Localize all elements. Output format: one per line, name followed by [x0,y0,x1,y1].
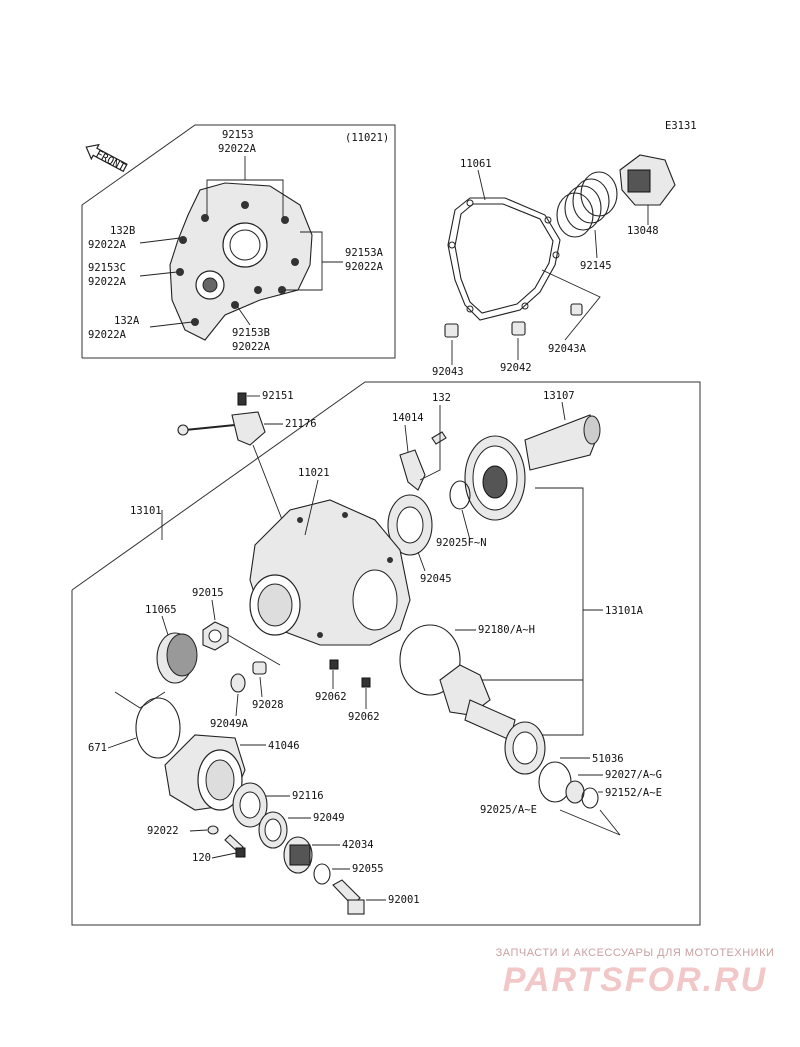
plug-92062-a [329,659,339,670]
collar-92028 [252,661,267,675]
label-671: 671 [88,742,107,754]
label-21176: 21176 [285,418,317,430]
seal-92049A [230,673,246,693]
label-11021: 11021 [298,467,330,479]
label-92022A-bottom: 92022A [232,341,271,353]
label-92153B: 92153B [232,327,270,339]
label-92022A-top: 92022A [218,143,257,155]
label-92062-a: 92062 [315,691,347,703]
label-92022A-left2: 92022A [88,276,127,288]
label-92153C: 92153C [88,262,126,274]
label-92180: 92180/A~H [478,624,535,636]
label-51036: 51036 [592,753,624,765]
label-92025-A-E: 92025/A~E [480,804,537,816]
label-132: 132 [432,392,451,404]
label-13101A: 13101A [605,605,644,617]
label-92049A: 92049A [210,718,249,730]
cover-inset: FRONT (11021) 92153 92022A 132B 92022A 9… [81,124,396,359]
pinion-gear [439,664,516,741]
label-92022: 92022 [147,825,179,837]
label-132B: 132B [110,225,135,237]
bearing-92045 [387,494,433,556]
gear-42034 [283,836,313,874]
o-ring-671 [135,697,181,759]
label-92152: 92152/A~E [605,787,662,799]
label-42034: 42034 [342,839,374,851]
watermark: ЗАПЧАСТИ И АКСЕССУАРЫ ДЛЯ МОТОТЕХНИКИ PA… [470,947,800,1000]
spacer-92152 [565,780,585,804]
label-92055: 92055 [352,863,384,875]
bolt-120 [224,834,246,858]
label-92028: 92028 [252,699,284,711]
bearing-51036 [504,721,546,775]
label-132A: 132A [114,315,140,327]
label-92153: 92153 [222,129,254,141]
sensor-21176 [177,392,266,446]
label-92145: 92145 [580,260,612,272]
label-13101: 13101 [130,505,162,517]
bearing-11065 [156,632,198,684]
label-13107: 13107 [543,390,575,402]
part-13048 [619,154,676,206]
plug-92062-b [361,677,371,688]
label-92062-b: 92062 [348,711,380,723]
label-92027: 92027/A~G [605,769,662,781]
label-92022A-left3: 92022A [88,329,127,341]
label-11061: 11061 [460,158,492,170]
label-92042: 92042 [500,362,532,374]
inset-reference: (11021) [345,132,389,144]
label-120: 120 [192,852,211,864]
label-13048: 13048 [627,225,659,237]
dowel-92042 [511,321,526,336]
washer-92025-A-E [581,787,599,809]
label-92116: 92116 [292,790,324,802]
gasket-92180 [399,624,461,696]
front-label: FRONT [94,148,128,174]
front-arrow-icon: FRONT [85,143,128,174]
label-92022A-right: 92022A [345,261,384,273]
washer-92025F-N [449,480,471,510]
label-41046: 41046 [268,740,300,752]
label-92045: 92045 [420,573,452,585]
diagram-id: E3131 [665,120,697,132]
watermark-tagline: ЗАПЧАСТИ И АКСЕССУАРЫ ДЛЯ МОТОТЕХНИКИ [495,947,775,959]
label-92043A: 92043A [548,343,587,355]
o-ring-92055 [313,863,331,885]
dowel-92043A [570,303,583,316]
nut-92015 [202,621,229,651]
gear-13107 [464,414,601,521]
label-92153A: 92153A [345,247,384,259]
watermark-brand: PARTSFOR.RU [502,961,768,999]
label-14014: 14014 [392,412,424,424]
gasket-group: 11061 13048 92145 92043 92042 92043A [432,154,676,378]
washer-92022 [207,825,219,835]
label-92001: 92001 [388,894,420,906]
label-92025F-N: 92025F~N [436,537,487,549]
label-92049: 92049 [313,812,345,824]
label-92015: 92015 [192,587,224,599]
label-92151: 92151 [262,390,294,402]
bracket-14014 [399,431,447,491]
housing-41046 [164,734,246,811]
label-92043: 92043 [432,366,464,378]
label-92022A-left1: 92022A [88,239,127,251]
dowel-92043 [444,323,459,338]
label-11065: 11065 [145,604,177,616]
bolt-92001 [332,879,365,915]
part-92145-spring [556,171,618,238]
gear-case-cover [169,182,313,341]
housing-11021 [249,499,411,646]
assembly-box [71,381,701,926]
